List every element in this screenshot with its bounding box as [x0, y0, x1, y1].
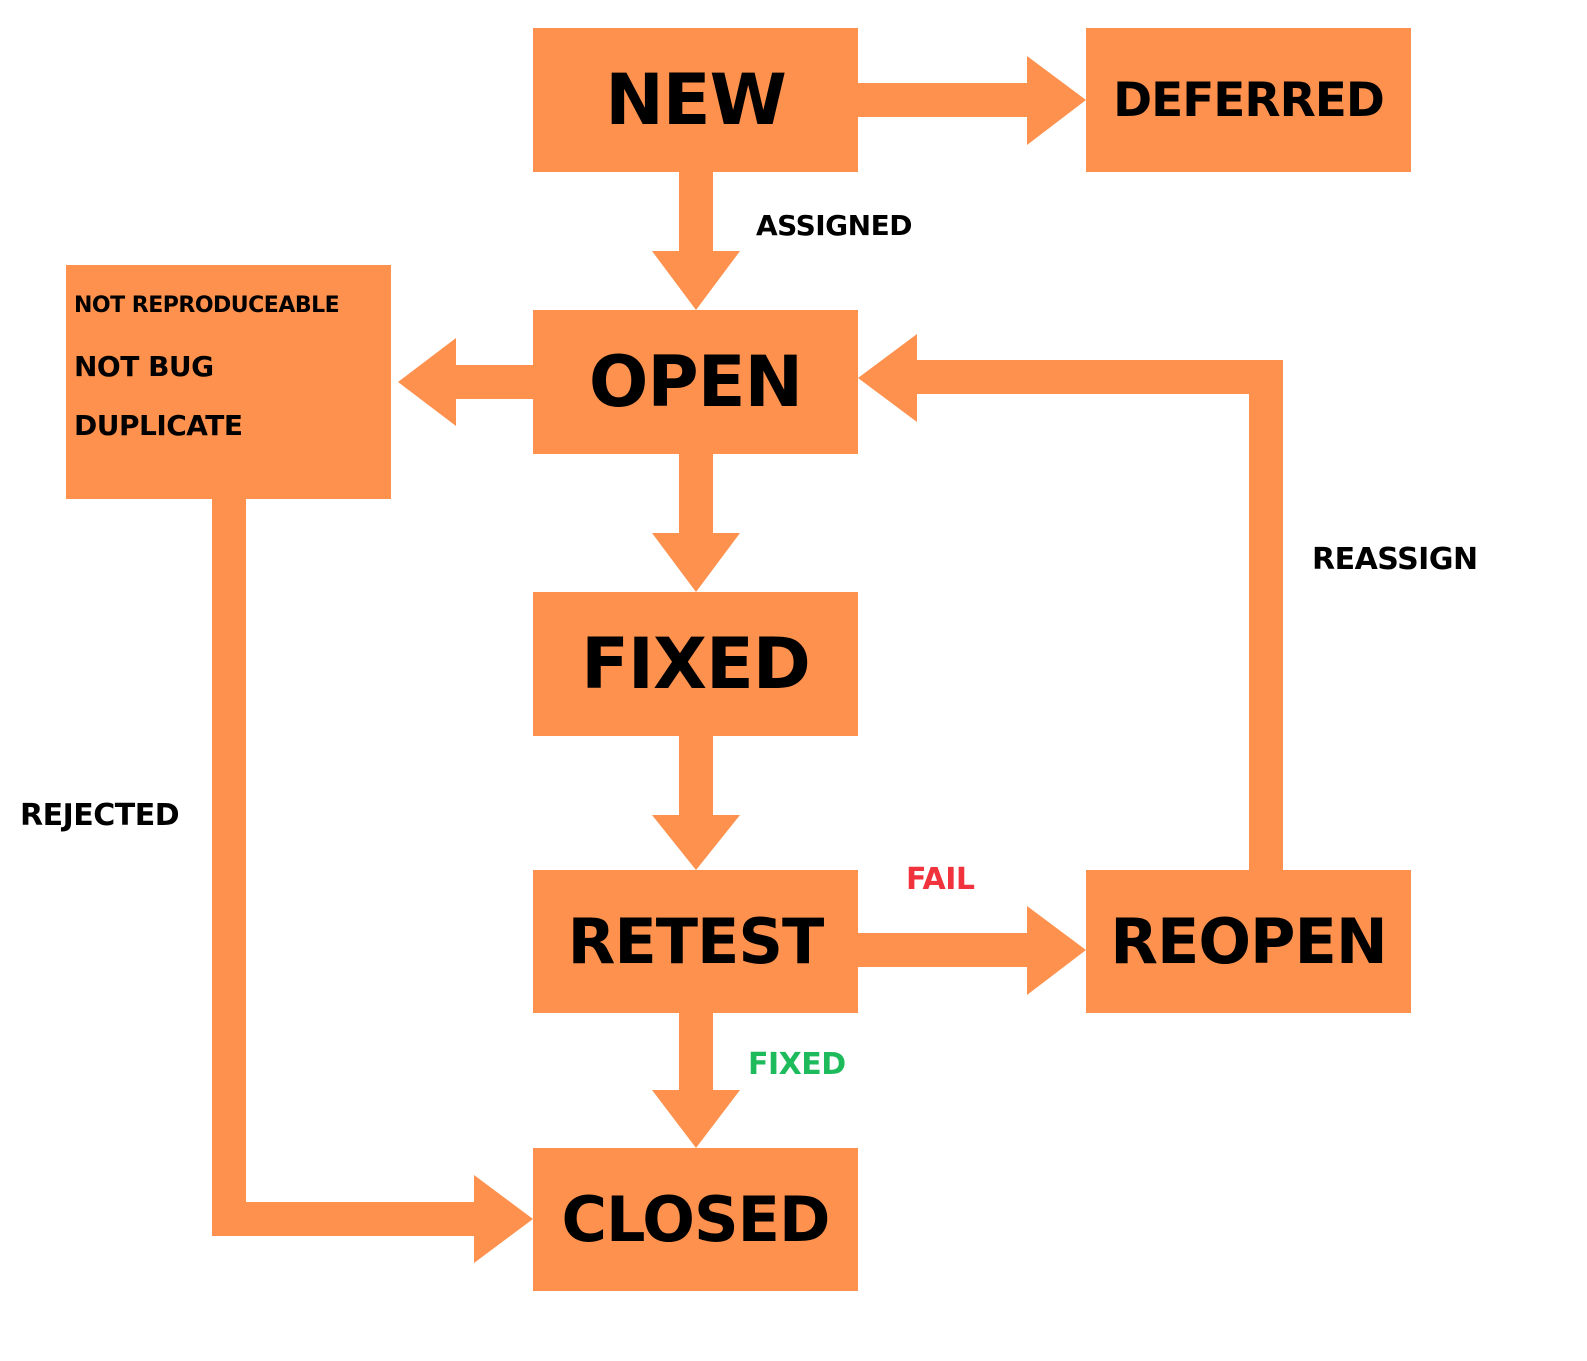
arrow-retest-to-reopen [858, 906, 1086, 995]
arrow-rejected-to-closed [212, 499, 533, 1263]
state-retest-label: RETEST [567, 905, 825, 978]
state-open: OPEN [533, 310, 858, 454]
arrow-open-to-rejection-reasons [398, 338, 533, 426]
state-fixed: FIXED [533, 592, 858, 736]
state-reopen-label: REOPEN [1110, 905, 1387, 978]
edge-label-assigned: ASSIGNED [756, 209, 912, 242]
reason-not-bug: NOT BUG [74, 350, 214, 383]
state-fixed-label: FIXED [581, 623, 811, 705]
edge-label-reassign: REASSIGN [1312, 542, 1478, 577]
arrow-retest-to-closed [652, 1013, 740, 1148]
arrow-new-to-open [652, 172, 740, 310]
arrow-open-to-fixed [652, 454, 740, 592]
rejection-reasons-box: NOT REPRODUCEABLE NOT BUG DUPLICATE [66, 265, 391, 499]
state-closed-label: CLOSED [561, 1183, 831, 1256]
arrow-new-to-deferred [858, 56, 1086, 145]
state-retest: RETEST [533, 870, 858, 1013]
state-new: NEW [533, 28, 858, 172]
state-deferred-label: DEFERRED [1113, 72, 1385, 128]
reason-duplicate: DUPLICATE [74, 409, 243, 442]
reason-not-reproduceable: NOT REPRODUCEABLE [74, 293, 340, 318]
state-closed: CLOSED [533, 1148, 858, 1291]
edge-label-fail: FAIL [906, 862, 975, 897]
state-open-label: OPEN [588, 341, 803, 423]
edge-label-fixed: FIXED [748, 1047, 846, 1082]
state-reopen: REOPEN [1086, 870, 1411, 1013]
state-new-label: NEW [605, 59, 787, 141]
state-deferred: DEFERRED [1086, 28, 1411, 172]
arrow-fixed-to-retest [652, 736, 740, 870]
arrow-reopen-to-open [858, 334, 1283, 870]
edge-label-rejected: REJECTED [20, 798, 180, 833]
